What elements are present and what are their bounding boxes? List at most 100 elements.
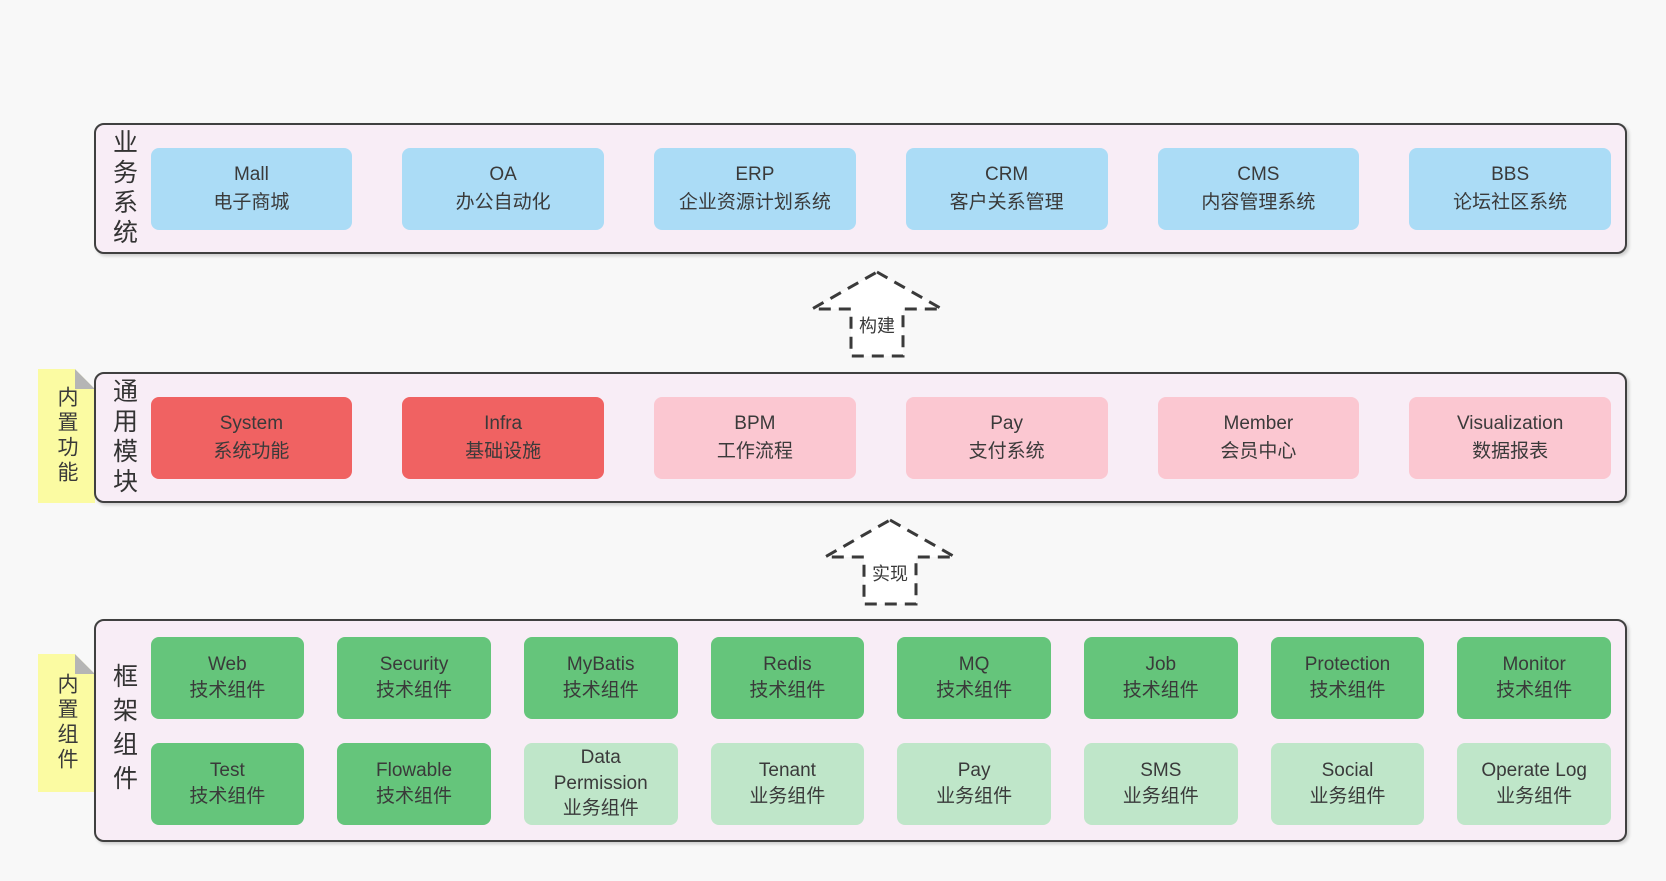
layer-label-common-modules: 通用模块 xyxy=(109,377,138,498)
box-social: Social 业务组件 xyxy=(1270,742,1425,825)
box-cms: CMS 内容管理系统 xyxy=(1157,147,1360,230)
layer-business-systems: 业务系统 Mall 电子商城 OA 办公自动化 ERP 企业资源计划系统 CRM… xyxy=(94,123,1627,254)
box-title: Pay xyxy=(957,759,991,781)
box-bbs: BBS 论坛社区系统 xyxy=(1409,147,1611,230)
box-bpm: BPM 工作流程 xyxy=(654,396,856,479)
box-subtitle: 客户关系管理 xyxy=(949,191,1064,213)
box-subtitle: 会员中心 xyxy=(1220,440,1297,462)
box-title: Pay xyxy=(990,412,1023,434)
box-title: Job xyxy=(1145,653,1177,675)
box-title: Monitor xyxy=(1502,653,1566,675)
box-crm: CRM 客户关系管理 xyxy=(905,147,1108,230)
sticky-built-in-components: 内置组件 xyxy=(38,654,95,792)
box-title: Social xyxy=(1321,759,1374,781)
box-title: ERP xyxy=(735,163,775,185)
box-subtitle: 技术组件 xyxy=(189,679,266,701)
box-title: Web xyxy=(207,653,247,675)
sticky-fold-corner-icon xyxy=(75,654,95,674)
sticky-built-in-components-label: 内置组件 xyxy=(55,673,79,773)
arrow-implement-label: 实现 xyxy=(869,560,911,586)
layer-label-framework-components: 框架组件 xyxy=(109,662,138,799)
box-title: Redis xyxy=(763,653,812,675)
box-web: Web 技术组件 xyxy=(150,636,305,719)
box-pay-module: Pay 支付系统 xyxy=(905,396,1108,479)
box-subtitle: 技术组件 xyxy=(749,679,826,701)
box-subtitle: 电子商城 xyxy=(213,191,290,213)
box-title: Flowable xyxy=(376,759,453,781)
box-subtitle: 业务组件 xyxy=(936,785,1013,807)
box-pay-component: Pay 业务组件 xyxy=(897,742,1051,825)
sticky-built-in-features-label: 内置功能 xyxy=(55,386,79,486)
layer-common-modules: 通用模块 System 系统功能 Infra 基础设施 BPM 工作流程 Pay… xyxy=(94,372,1627,503)
sticky-fold-corner-icon xyxy=(75,369,95,389)
box-tenant: Tenant 业务组件 xyxy=(710,742,865,825)
box-subtitle: 技术组件 xyxy=(1309,679,1386,701)
box-subtitle: 工作流程 xyxy=(716,440,793,462)
box-title: Infra xyxy=(484,412,523,434)
box-redis: Redis 技术组件 xyxy=(710,636,865,719)
box-title: Protection xyxy=(1304,653,1391,675)
box-title: Operate Log xyxy=(1481,759,1587,781)
box-subtitle: 业务组件 xyxy=(749,785,826,807)
box-title: Security xyxy=(379,653,449,675)
box-subtitle: 办公自动化 xyxy=(455,191,551,213)
box-test: Test 技术组件 xyxy=(150,742,305,825)
box-flowable: Flowable 技术组件 xyxy=(337,742,491,825)
box-subtitle: 技术组件 xyxy=(1496,679,1573,701)
box-title: BPM xyxy=(734,412,776,434)
box-subtitle: 数据报表 xyxy=(1472,440,1549,462)
box-protection: Protection 技术组件 xyxy=(1270,636,1425,719)
layer-framework-components: 框架组件 Web 技术组件 Security 技术组件 MyBatis 技术组件… xyxy=(94,619,1627,842)
box-subtitle: 技术组件 xyxy=(189,785,266,807)
box-subtitle: 企业资源计划系统 xyxy=(678,191,831,213)
box-title: MyBatis xyxy=(566,653,635,675)
box-subtitle: 技术组件 xyxy=(376,679,453,701)
box-title: Mall xyxy=(233,163,269,185)
framework-components-box-grid: Web 技术组件 Security 技术组件 MyBatis 技术组件 Redi… xyxy=(150,636,1611,825)
box-subtitle: 业务组件 xyxy=(1309,785,1386,807)
box-data-permission: Data Permission 业务组件 xyxy=(523,742,678,825)
box-title: Tenant xyxy=(758,759,816,781)
box-visualization: Visualization 数据报表 xyxy=(1409,396,1611,479)
box-subtitle: 系统功能 xyxy=(213,440,290,462)
box-title: Test xyxy=(209,759,245,781)
box-subtitle: 业务组件 xyxy=(562,798,639,820)
box-subtitle: 业务组件 xyxy=(1496,785,1573,807)
box-sms: SMS 业务组件 xyxy=(1083,742,1238,825)
box-subtitle: 技术组件 xyxy=(376,785,453,807)
box-title: SMS xyxy=(1140,759,1182,781)
box-title: MQ xyxy=(958,653,990,675)
box-mybatis: MyBatis 技术组件 xyxy=(523,636,678,719)
box-subtitle: 技术组件 xyxy=(1122,679,1199,701)
box-title: BBS xyxy=(1491,163,1530,185)
box-system: System 系统功能 xyxy=(150,396,353,479)
box-subtitle: 技术组件 xyxy=(936,679,1013,701)
box-subtitle: 业务组件 xyxy=(1122,785,1199,807)
box-mall: Mall 电子商城 xyxy=(150,147,353,230)
box-oa: OA 办公自动化 xyxy=(402,147,604,230)
box-monitor: Monitor 技术组件 xyxy=(1457,636,1611,719)
sticky-built-in-features: 内置功能 xyxy=(38,369,95,503)
box-title: Visualization xyxy=(1456,412,1564,434)
box-subtitle: 论坛社区系统 xyxy=(1453,191,1568,213)
box-subtitle: 支付系统 xyxy=(968,440,1045,462)
box-member: Member 会员中心 xyxy=(1157,396,1360,479)
layer-label-business-systems: 业务系统 xyxy=(109,128,138,249)
common-modules-box-grid: System 系统功能 Infra 基础设施 BPM 工作流程 Pay 支付系统… xyxy=(150,396,1611,479)
box-subtitle: 内容管理系统 xyxy=(1201,191,1316,213)
arrow-implement: 实现 xyxy=(822,516,958,608)
business-systems-box-grid: Mall 电子商城 OA 办公自动化 ERP 企业资源计划系统 CRM 客户关系… xyxy=(150,147,1611,230)
box-title: CRM xyxy=(984,163,1029,185)
box-subtitle: 基础设施 xyxy=(465,440,542,462)
box-security: Security 技术组件 xyxy=(337,636,491,719)
arrow-build: 构建 xyxy=(809,268,945,360)
box-subtitle: 技术组件 xyxy=(562,679,639,701)
box-title: OA xyxy=(489,163,517,185)
box-erp: ERP 企业资源计划系统 xyxy=(654,147,856,230)
arrow-build-label: 构建 xyxy=(856,312,898,338)
box-title: CMS xyxy=(1237,163,1280,185)
box-title: Data Permission xyxy=(553,746,648,794)
box-mq: MQ 技术组件 xyxy=(897,636,1051,719)
box-title: Member xyxy=(1223,412,1294,434)
box-job: Job 技术组件 xyxy=(1083,636,1238,719)
